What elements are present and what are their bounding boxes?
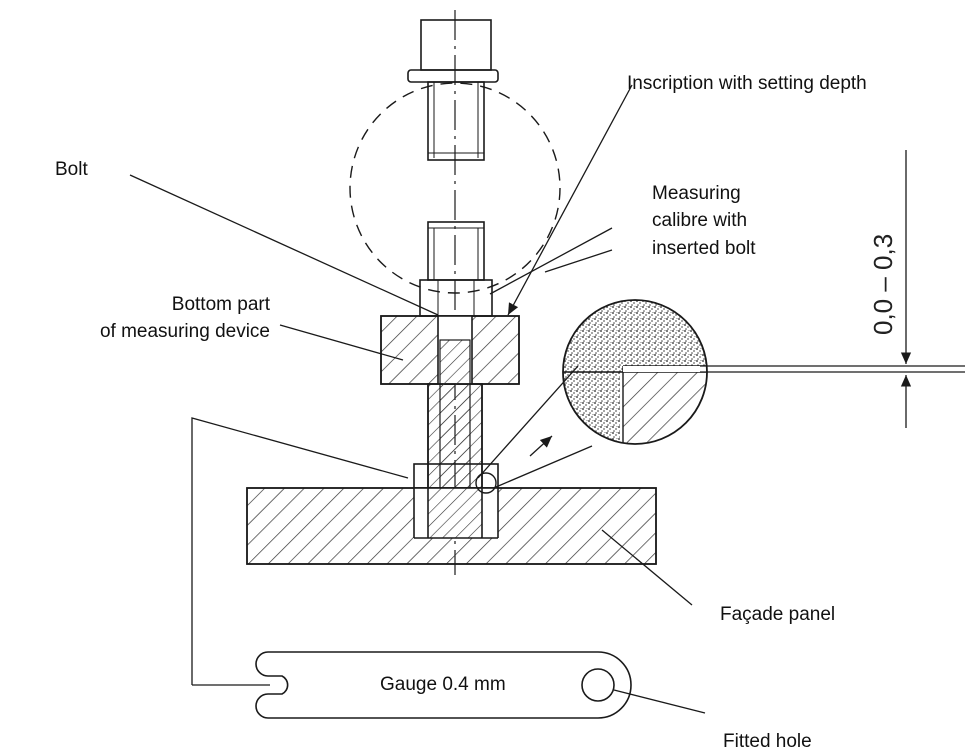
label-bolt: Bolt bbox=[55, 159, 88, 180]
bolt-thread-top bbox=[427, 81, 485, 161]
bolt-thread-lower bbox=[427, 221, 485, 281]
leader-bottom-part bbox=[279, 324, 404, 361]
bolt-collar bbox=[407, 69, 499, 83]
bolt-shank bbox=[419, 279, 493, 317]
label-facade-panel: Façade panel bbox=[720, 604, 836, 625]
gauge-tool bbox=[255, 651, 632, 719]
label-calibre-1: Measuring bbox=[652, 183, 741, 204]
label-inscription: Inscription with setting depth bbox=[627, 73, 867, 94]
label-calibre-3: inserted bolt bbox=[652, 238, 756, 259]
leader-detail-1 bbox=[477, 365, 579, 479]
detail-circle-dashed bbox=[349, 82, 561, 294]
detail-marker-circle bbox=[475, 472, 497, 494]
fitted-hole bbox=[581, 668, 615, 702]
leader-gauge bbox=[191, 417, 409, 685]
detail-magnified bbox=[563, 300, 707, 444]
label-fitted-hole: Fitted hole bbox=[723, 731, 812, 752]
leader-inscription bbox=[507, 84, 633, 316]
leader-calibre-1 bbox=[489, 227, 613, 295]
leader-detail-2 bbox=[495, 445, 593, 488]
label-bottom-part-2: of measuring device bbox=[99, 321, 270, 342]
leader-fitted-hole bbox=[613, 689, 706, 714]
leader-bolt bbox=[129, 174, 439, 316]
label-calibre-2: calibre with bbox=[652, 210, 748, 231]
label-gauge: Gauge 0.4 mm bbox=[380, 674, 506, 695]
leader-facade bbox=[601, 529, 693, 606]
dimension-text: 0,0 – 0,3 bbox=[868, 234, 898, 335]
detail-arrow bbox=[529, 435, 553, 457]
label-bottom-part-1: Bottom part bbox=[171, 294, 270, 315]
leader-calibre-2 bbox=[544, 249, 613, 273]
bolt-head-top bbox=[420, 19, 492, 71]
